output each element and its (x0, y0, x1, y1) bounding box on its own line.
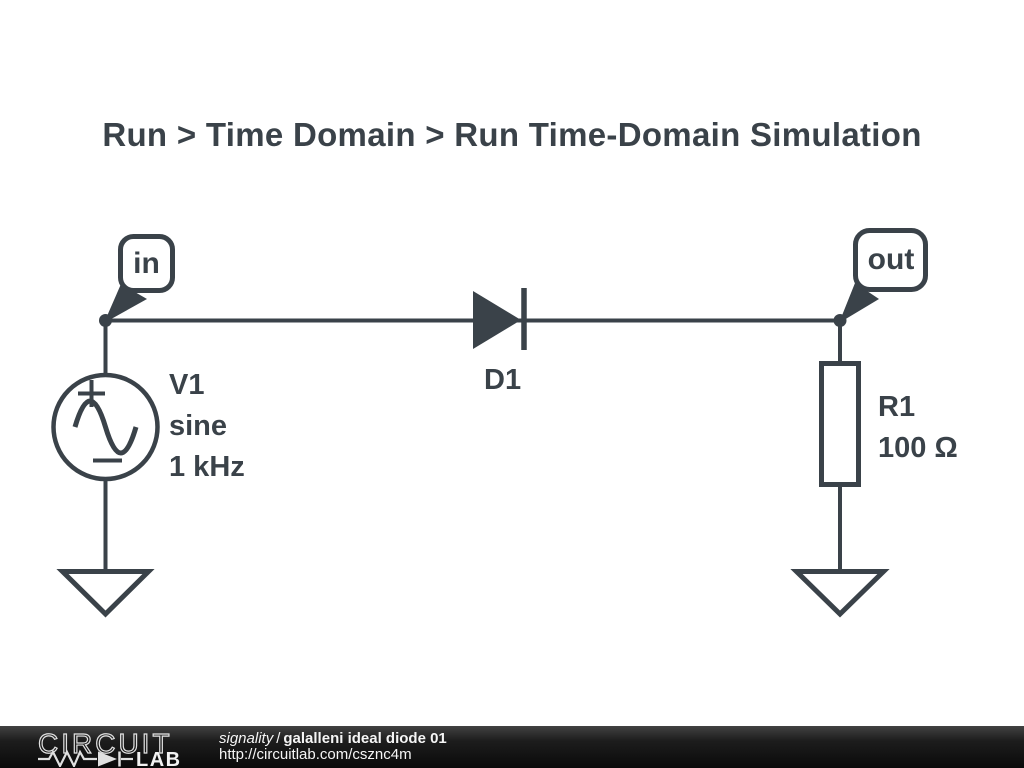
footer-project-line: signality/galalleni ideal diode 01 (219, 729, 447, 748)
v1-designator: V1 (169, 369, 205, 401)
node-dot-in (99, 314, 112, 327)
logo-lab-text: LAB (136, 749, 182, 767)
resistor-body (819, 361, 861, 487)
sine-wave-icon (72, 398, 139, 456)
voltage-source-v1 (51, 372, 160, 482)
v1-waveform: sine (169, 410, 228, 442)
project-title: galalleni ideal diode 01 (283, 729, 447, 747)
footer-bar: CIRCUIT LAB signality/galalleni ideal di… (0, 726, 1024, 768)
logo-diode-icon (98, 751, 117, 767)
wires (103, 318, 842, 569)
d1-label-block: D1 (484, 360, 521, 401)
logo-resistor-icon (38, 749, 97, 767)
r1-label-block: R1 100 Ω (878, 387, 958, 469)
footer-url: http://circuitlab.com/csznc4m (219, 746, 412, 763)
diode-anode-triangle (473, 291, 521, 349)
v1-label-block: V1 sine 1 kHz (169, 365, 245, 488)
node-label-out: out (867, 243, 915, 276)
circuitlab-logo: CIRCUIT LAB (37, 727, 182, 767)
node-flag-out (839, 228, 928, 323)
menu-path-title: Run > Time Domain > Run Time-Domain Simu… (102, 116, 922, 153)
footer-meta: signality/galalleni ideal diode 01 http:… (219, 729, 447, 764)
author-name: signality (219, 729, 274, 747)
node-dot-out (833, 314, 847, 327)
ground-symbol-left (56, 569, 155, 618)
ground-symbol-right (790, 569, 890, 618)
node-label-in: in (133, 246, 160, 280)
out-bubble-tail (839, 283, 879, 323)
r1-resistance: 100 Ω (878, 432, 958, 464)
in-bubble (118, 234, 175, 293)
diode-d1 (473, 288, 527, 350)
in-bubble-tail (104, 284, 147, 323)
node-flag-in (104, 234, 175, 323)
d1-designator: D1 (484, 364, 522, 396)
separator: / (276, 729, 281, 747)
v1-frequency: 1 kHz (169, 451, 245, 483)
r1-designator: R1 (878, 391, 916, 423)
out-bubble (853, 228, 928, 292)
